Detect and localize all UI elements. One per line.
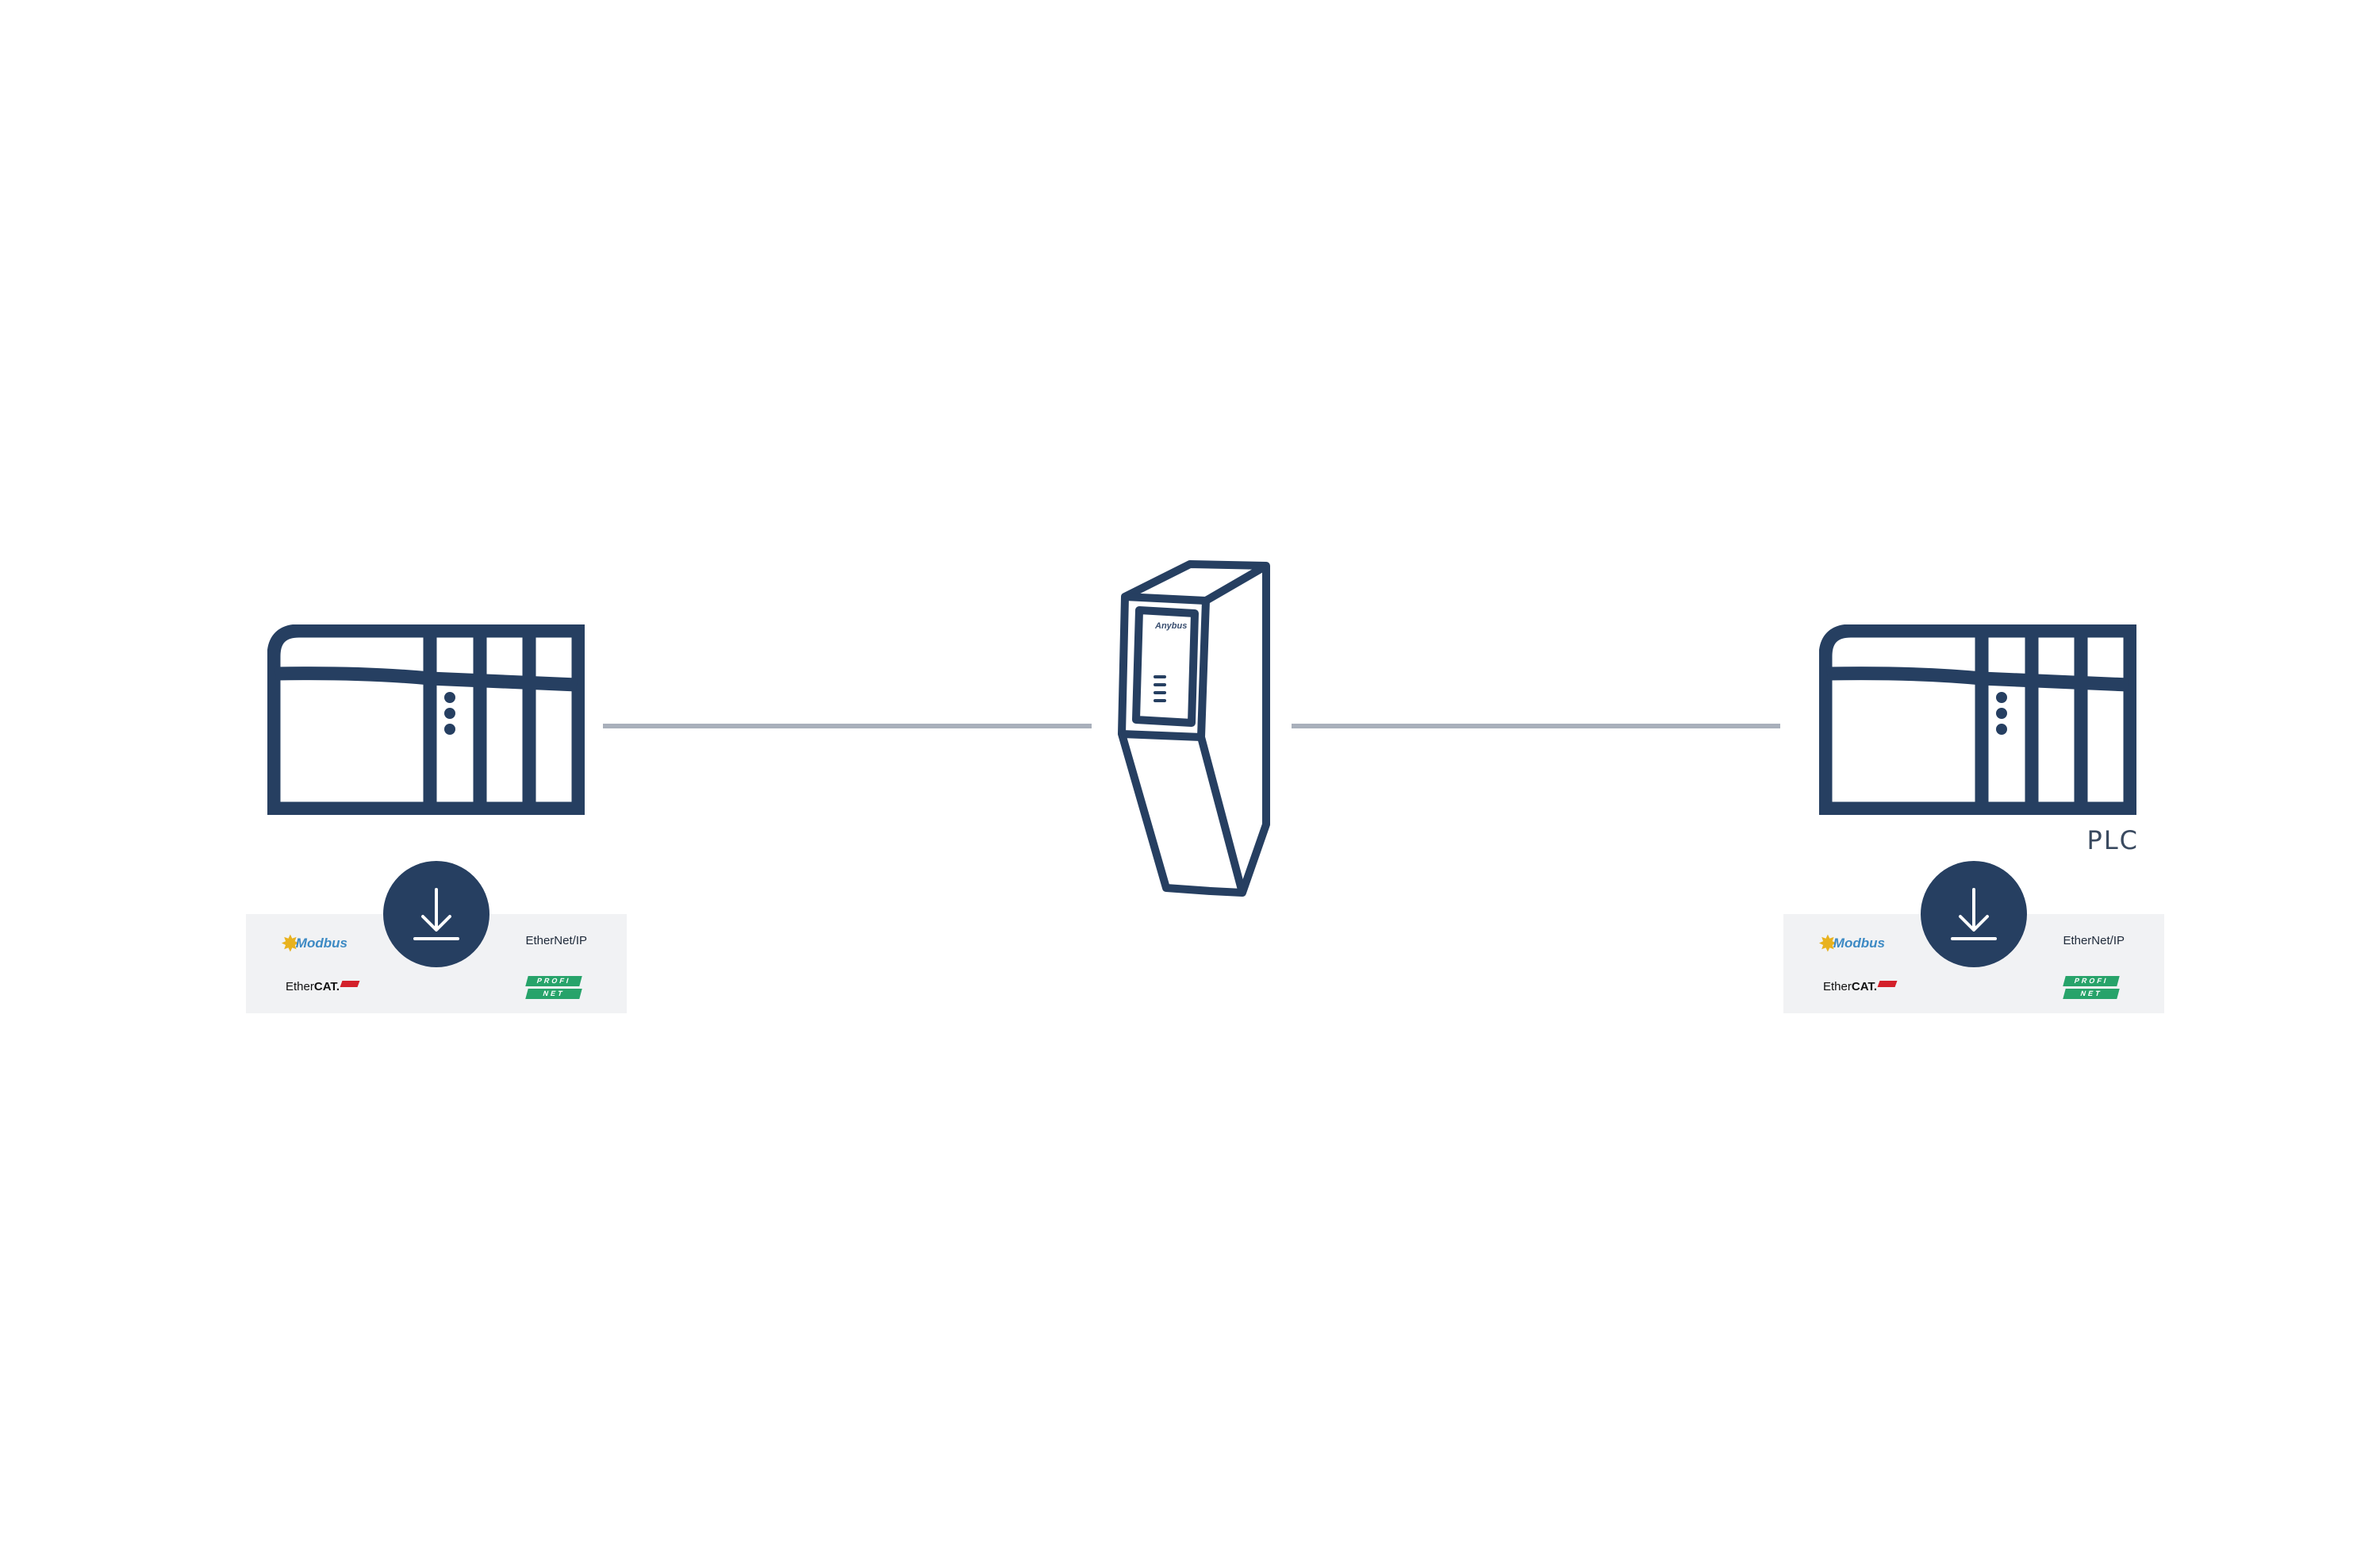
gateway-brand-text: Anybus: [1154, 621, 1187, 631]
connection-line-left: [603, 724, 1092, 728]
ethercat-logo: EtherCAT.: [1823, 980, 1898, 993]
connection-line-right: [1292, 724, 1780, 728]
plc-right-icon: [1819, 624, 2136, 815]
download-icon: [413, 888, 459, 940]
profinet-logo: PROFI NET: [525, 976, 582, 1000]
plc-left-icon: [267, 624, 585, 815]
ethernetip-logo: EtherNet/IP: [2063, 934, 2125, 947]
modbus-logo: ✸Modbus: [282, 932, 347, 955]
download-button-left[interactable]: [383, 861, 489, 967]
modbus-logo: ✸Modbus: [1819, 932, 1885, 955]
modbus-star-icon: ✸: [1819, 932, 1837, 955]
plc-label: PLC: [2086, 825, 2139, 855]
ethernetip-logo: EtherNet/IP: [525, 934, 587, 947]
modbus-star-icon: ✸: [282, 932, 299, 955]
ethercat-flag-icon: [1877, 981, 1898, 987]
ethercat-flag-icon: [340, 981, 360, 987]
download-button-right[interactable]: [1921, 861, 2027, 967]
ethercat-logo: EtherCAT.: [286, 980, 360, 993]
download-icon: [1951, 888, 1997, 940]
gateway-device-icon: Anybus: [1111, 553, 1277, 902]
profinet-logo: PROFI NET: [2063, 976, 2120, 1000]
